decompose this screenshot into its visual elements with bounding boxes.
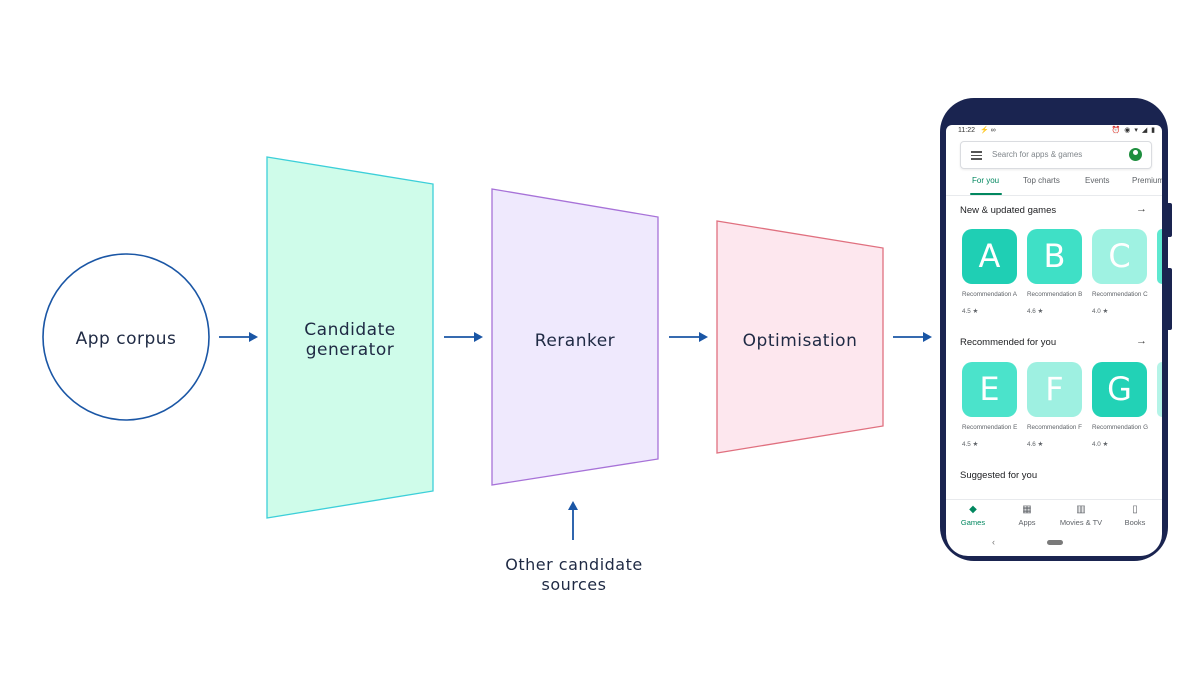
app-corpus-circle (42, 253, 210, 421)
optimisation-label: Optimisation (742, 331, 858, 351)
nav-books[interactable]: ▯ Books (1108, 504, 1162, 527)
status-time: 11:22 (958, 127, 975, 134)
status-right-icons: ⏰ ◉ ▾ ◢ ▮ (1111, 127, 1156, 134)
play-store-screen: 11:22 ⚡ ∞ ⏰ ◉ ▾ ◢ ▮ Search for apps & ga… (946, 125, 1162, 556)
arrow-right-icon[interactable]: → (1136, 203, 1147, 215)
account-icon[interactable] (1129, 148, 1142, 161)
status-left-icons: ⚡ ∞ (980, 127, 996, 134)
app-name: Recommendation G (1092, 424, 1148, 431)
arrow-right-icon[interactable]: → (1136, 335, 1147, 347)
tab-premium[interactable]: Premium (1132, 176, 1162, 185)
app-tile-partial (1157, 229, 1162, 284)
arrowhead (474, 332, 483, 342)
nav-label: Games (960, 518, 986, 527)
app-name: Recommendation E (962, 424, 1018, 431)
app-tile[interactable]: E (962, 362, 1017, 417)
tab-bar: For you Top charts Events Premium (946, 173, 1162, 196)
nav-movies-tv[interactable]: ▥ Movies & TV (1054, 504, 1108, 527)
app-tile[interactable]: B (1027, 229, 1082, 284)
arrowhead (699, 332, 708, 342)
status-bar: 11:22 ⚡ ∞ ⏰ ◉ ▾ ◢ ▮ (946, 125, 1162, 137)
app-name: Recommendation C (1092, 291, 1148, 298)
bottom-navigation: ◆ Games ▦ Apps ▥ Movies & TV ▯ Books (946, 499, 1162, 534)
candidate-generator-shape (266, 156, 434, 519)
active-tab-indicator (970, 193, 1002, 195)
app-rating: 4.6 ★ (1027, 308, 1044, 315)
phone-side-button (1166, 268, 1172, 330)
app-name: Recommendation A (962, 291, 1017, 298)
menu-icon[interactable] (971, 151, 982, 160)
search-input[interactable]: Search for apps & games (992, 150, 1083, 159)
app-rating: 4.0 ★ (1092, 308, 1109, 315)
app-rating: 4.0 ★ (1092, 441, 1109, 448)
arrowhead (249, 332, 258, 342)
section-title: Suggested for you (960, 470, 1038, 481)
arrowhead (568, 501, 578, 510)
phone-side-button (1166, 203, 1172, 237)
app-rating: 4.6 ★ (1027, 441, 1044, 448)
app-name: Recommendation B (1027, 291, 1083, 298)
nav-label: Books (1124, 518, 1146, 527)
section-title: New & updated games (960, 205, 1057, 216)
other-candidate-sources-label: Other candidate sources (505, 555, 643, 594)
tab-events[interactable]: Events (1085, 176, 1110, 185)
system-back-icon[interactable]: ‹ (992, 537, 995, 547)
app-tile[interactable]: A (962, 229, 1017, 284)
optimisation-shape (716, 220, 884, 454)
app-corpus-label: App corpus (75, 329, 177, 349)
app-tile[interactable]: C (1092, 229, 1147, 284)
system-home-pill[interactable] (1047, 540, 1063, 545)
app-name: Recommendation F (1027, 424, 1082, 431)
nav-label: Movies & TV (1059, 518, 1103, 527)
reranker-shape (491, 188, 659, 486)
apps-grid-icon: ▦ (1022, 504, 1032, 515)
tab-top-charts[interactable]: Top charts (1023, 176, 1060, 185)
app-tile-partial (1157, 362, 1162, 417)
nav-label: Apps (1018, 518, 1036, 527)
book-icon: ▯ (1132, 504, 1138, 515)
reranker-label: Reranker (534, 331, 616, 351)
search-bar[interactable]: Search for apps & games (960, 141, 1152, 169)
arrowhead (923, 332, 932, 342)
nav-apps[interactable]: ▦ Apps (1000, 504, 1054, 527)
tab-for-you[interactable]: For you (972, 176, 1000, 185)
film-icon: ▥ (1076, 504, 1086, 515)
gamepad-icon: ◆ (969, 504, 977, 515)
app-tile[interactable]: G (1092, 362, 1147, 417)
nav-games[interactable]: ◆ Games (946, 504, 1000, 527)
app-tile[interactable]: F (1027, 362, 1082, 417)
section-title: Recommended for you (960, 337, 1057, 348)
app-rating: 4.5 ★ (962, 441, 979, 448)
candidate-generator-label: Candidate generator (304, 320, 396, 360)
app-rating: 4.5 ★ (962, 308, 979, 315)
